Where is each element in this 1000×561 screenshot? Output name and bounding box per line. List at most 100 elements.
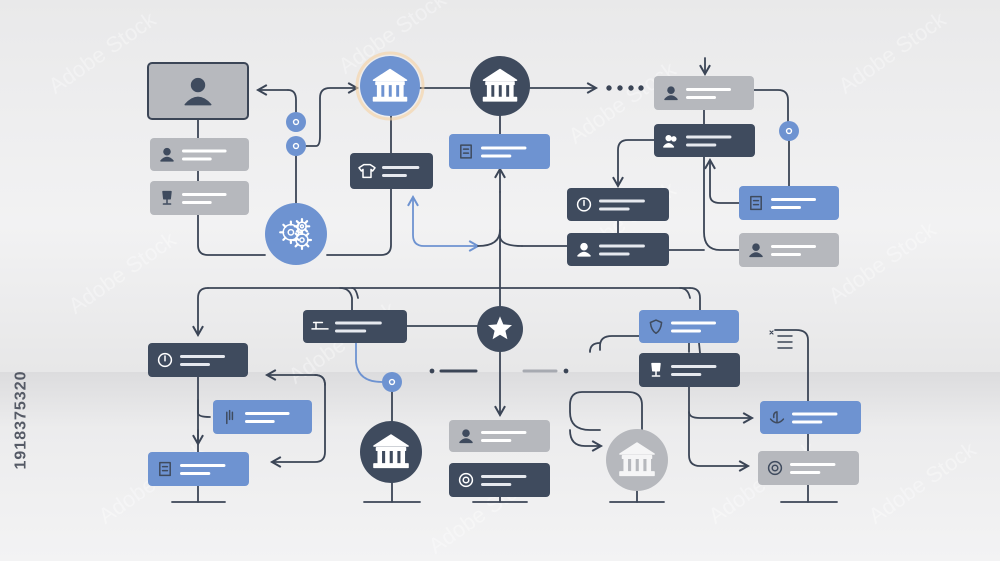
- building-icon: [372, 68, 408, 102]
- dot-node: [286, 136, 306, 156]
- card-box: [639, 310, 739, 343]
- connector-line: [197, 399, 211, 418]
- person-icon: [160, 147, 174, 162]
- person-icon: [459, 429, 473, 444]
- text-line: [771, 206, 801, 209]
- text-line: [180, 355, 225, 358]
- card-box: [150, 181, 249, 215]
- connector-line: [774, 329, 809, 402]
- house-icon: [619, 442, 655, 477]
- box-icon: [750, 195, 762, 211]
- list-icon: [769, 330, 793, 349]
- text-line: [686, 88, 731, 91]
- text-line: [481, 154, 512, 158]
- trophy-icon: [162, 190, 172, 205]
- text-line: [599, 244, 645, 248]
- person-icon: [184, 77, 212, 106]
- card-box: [739, 233, 839, 267]
- card-box: [148, 452, 249, 486]
- text-line: [481, 475, 527, 478]
- connector-line: [192, 287, 209, 338]
- list-icon: [769, 330, 793, 349]
- center-dark-2: [449, 463, 550, 497]
- text-line: [335, 329, 367, 333]
- tool-icon: [311, 321, 329, 330]
- arrow-connector: [688, 411, 751, 472]
- ellipsis-dot: [617, 85, 623, 91]
- circle-node: [606, 429, 668, 491]
- top-right-gray-1: [654, 76, 754, 110]
- card-box: [567, 188, 669, 221]
- text-line: [335, 321, 382, 325]
- text-line: [182, 201, 212, 204]
- dot-blue-1: [286, 112, 306, 132]
- side-id-label: 1918375320: [4, 300, 38, 540]
- person-icon: [749, 243, 763, 258]
- card-box: [654, 124, 755, 157]
- text-line: [180, 363, 210, 366]
- right-gray-1: [739, 233, 839, 267]
- center-dark-card: [303, 310, 407, 343]
- text-line: [792, 420, 823, 424]
- connector-line: [599, 335, 640, 351]
- diagram-nodes: [147, 51, 861, 497]
- text-line: [771, 245, 816, 248]
- bottle-icon: [651, 362, 661, 377]
- shield-icon: [649, 319, 663, 335]
- gears-icon: [279, 217, 313, 251]
- connector-lines: [171, 57, 838, 503]
- link-icon: [785, 127, 793, 135]
- right-blue-shield: [639, 310, 739, 343]
- arrow-connector: [264, 369, 326, 386]
- card-box: [739, 186, 839, 220]
- building-icon: [373, 434, 409, 469]
- blue-arrow-connector: [407, 194, 481, 252]
- text-line: [671, 365, 717, 368]
- connector-line: [339, 287, 353, 311]
- center-gray-1: [449, 420, 550, 452]
- target-icon: [458, 472, 474, 488]
- mid-dark-2: [567, 233, 669, 266]
- profile-card: [147, 62, 249, 120]
- connector-line: [569, 391, 643, 431]
- card-box: [449, 420, 550, 452]
- text-line: [599, 252, 630, 256]
- card-box: [148, 343, 248, 377]
- dot-node: [779, 121, 799, 141]
- dot-blue-3: [382, 372, 402, 392]
- side-id-text: 1918375320: [12, 370, 30, 470]
- text-line: [671, 321, 716, 325]
- card-box: [654, 76, 754, 110]
- circle-node: [360, 56, 420, 116]
- connector-line: [351, 287, 359, 299]
- mid-dark-1: [567, 188, 669, 221]
- right-blue-1: [739, 186, 839, 220]
- dot-blue-4: [779, 121, 799, 141]
- dark-circle-building-top: [470, 56, 530, 116]
- text-line: [790, 471, 821, 474]
- text-line: [481, 483, 512, 486]
- circle-node: [470, 56, 530, 116]
- connector-line: [689, 287, 701, 311]
- arrow-connector: [612, 139, 655, 189]
- text-line: [481, 146, 527, 150]
- text-line: [182, 149, 227, 153]
- card-box: [567, 233, 669, 266]
- connector-line: [703, 156, 740, 251]
- text-line: [180, 472, 211, 475]
- text-line: [686, 135, 732, 139]
- arrow-connector: [569, 429, 604, 452]
- gray-circle-house: [606, 429, 668, 491]
- ellipsis-dot: [638, 85, 644, 91]
- link-icon: [292, 142, 300, 150]
- connector-line: [287, 89, 297, 113]
- text-line: [382, 166, 420, 169]
- hand-icon: [226, 409, 234, 425]
- ellipsis-dot: [628, 85, 634, 91]
- ellipsis-dot: [606, 85, 612, 91]
- person-icon: [664, 86, 678, 101]
- text-line: [792, 412, 838, 416]
- text-line: [771, 198, 816, 201]
